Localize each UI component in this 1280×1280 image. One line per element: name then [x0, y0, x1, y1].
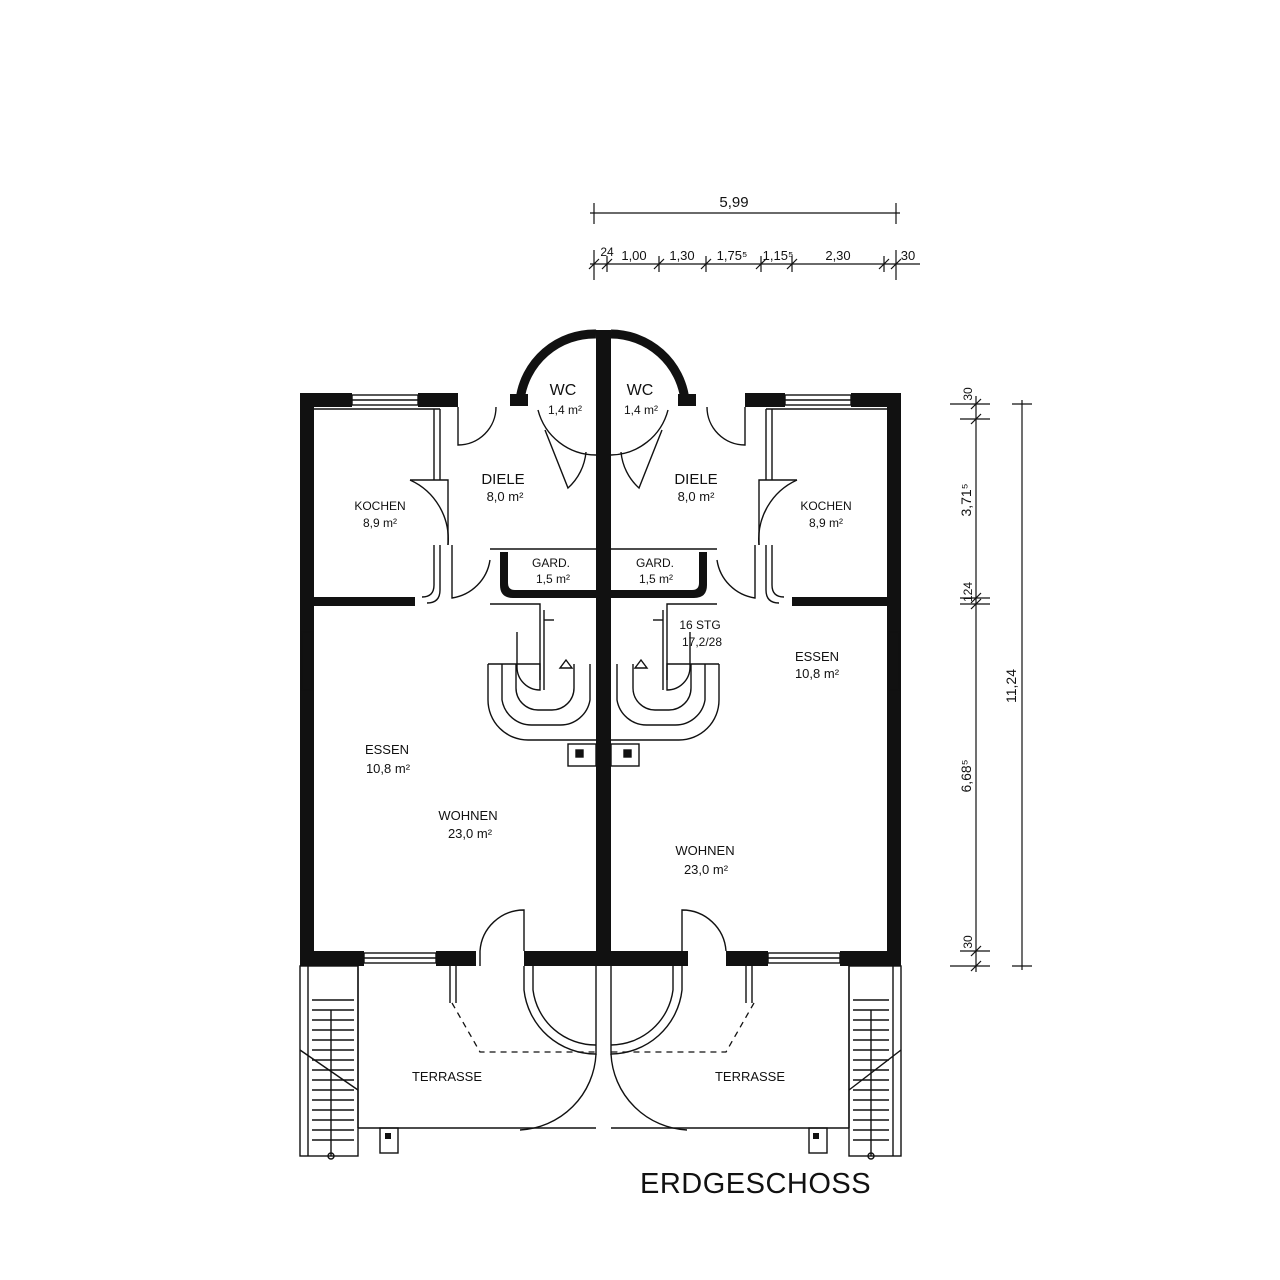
room-kochen-right: KOCHEN — [800, 499, 851, 513]
room-diele-left-area: 8,0 m² — [487, 489, 525, 504]
room-wohnen-right: WOHNEN — [675, 843, 734, 858]
dim-top-part: 24 — [600, 245, 614, 259]
right-dimension-chain: 11,24 30 3,71⁵ 124 6,68⁵ 30 — [950, 387, 1032, 972]
room-essen-right: ESSEN — [795, 649, 839, 664]
room-labels: WC 1,4 m² WC 1,4 m² DIELE 8,0 m² DIELE 8… — [354, 382, 851, 1084]
room-kochen-left-area: 8,9 m² — [363, 516, 397, 530]
dim-top-part: 1,15⁵ — [763, 248, 794, 263]
dim-right-part: 124 — [961, 582, 975, 602]
dim-top-part: 1,75⁵ — [717, 248, 748, 263]
room-essen-left-area: 10,8 m² — [366, 761, 411, 776]
room-wohnen-left: WOHNEN — [438, 808, 497, 823]
room-terrasse-left: TERRASSE — [412, 1069, 482, 1084]
room-essen-left: ESSEN — [365, 742, 409, 757]
room-kochen-right-area: 8,9 m² — [809, 516, 843, 530]
room-wc-right: WC — [627, 382, 654, 399]
dim-top-total: 5,99 — [719, 194, 748, 211]
plan-title: ERDGESCHOSS — [640, 1168, 871, 1200]
room-essen-right-area: 10,8 m² — [795, 666, 840, 681]
room-diele-left: DIELE — [481, 471, 524, 488]
dim-right-total: 11,24 — [1003, 669, 1019, 703]
dim-right-part: 3,71⁵ — [958, 483, 974, 516]
room-wc-right-area: 1,4 m² — [624, 403, 658, 417]
dim-top-part: 1,00 — [621, 248, 646, 263]
room-diele-right-area: 8,0 m² — [678, 489, 716, 504]
room-wohnen-right-area: 23,0 m² — [684, 862, 729, 877]
room-diele-right: DIELE — [674, 471, 717, 488]
room-gard-left-area: 1,5 m² — [536, 572, 570, 586]
room-gard-right-area: 1,5 m² — [639, 572, 673, 586]
dim-top-part: 2,30 — [825, 248, 850, 263]
room-gard-right: GARD. — [636, 556, 674, 570]
room-gard-left: GARD. — [532, 556, 570, 570]
dim-right-part: 6,68⁵ — [958, 759, 974, 792]
dim-top-part: 30 — [901, 248, 915, 263]
dim-right-part: 30 — [961, 387, 975, 401]
windows — [301, 394, 900, 964]
terrace — [299, 965, 902, 1160]
interior-lines — [314, 408, 887, 604]
room-kochen-left: KOCHEN — [354, 499, 405, 513]
stairs-count: 16 STG — [679, 618, 720, 632]
room-wc-left: WC — [550, 382, 577, 399]
top-dimension-chain: 5,99 24 1,00 1,30 1,75⁵ 1,15⁵ 2,30 30 — [588, 194, 920, 280]
room-terrasse-right: TERRASSE — [715, 1069, 785, 1084]
dim-top-part: 1,30 — [669, 248, 694, 263]
room-wohnen-left-area: 23,0 m² — [448, 826, 493, 841]
stairs-ratio: 17,2/28 — [682, 635, 722, 649]
room-wc-left-area: 1,4 m² — [548, 403, 582, 417]
staircase — [487, 603, 720, 767]
dim-right-part: 30 — [961, 935, 975, 949]
walls — [300, 329, 901, 966]
